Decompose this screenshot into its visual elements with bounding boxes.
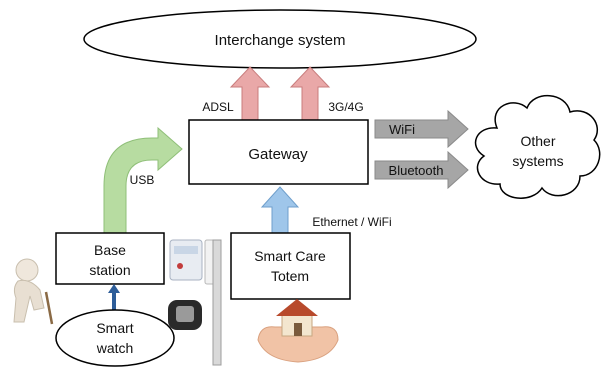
other-systems-line1: Other [520,133,555,149]
other-systems-node: Other systems [474,94,601,199]
wifi-arrow [374,109,469,149]
ethernet-arrow [260,186,300,234]
smart-watch-icon [168,300,202,330]
usb-arrow [103,126,183,234]
totem-line2: Totem [271,268,309,284]
mobile-label: 3G/4G [328,100,363,114]
house-in-hands-icon [257,299,339,363]
gateway-label: Gateway [248,146,308,163]
interchange-system-label: Interchange system [215,32,346,49]
interchange-system-node: Interchange system [83,9,477,69]
smart-watch-line1: Smart [96,320,133,336]
mobile-arrow [289,66,331,121]
totem-pole-icon [212,239,222,366]
base-station-line1: Base [94,242,126,258]
bluetooth-arrow [374,150,469,190]
smart-care-totem-node: Smart Care Totem [230,232,351,300]
base-station-line2: station [89,262,130,278]
watch-to-base-arrow [108,284,120,311]
base-station-device-icon [169,239,218,285]
other-systems-line2: systems [512,153,563,169]
wifi-label: WiFi [389,122,415,137]
ethernet-label: Ethernet / WiFi [312,215,391,229]
bluetooth-label: Bluetooth [389,163,444,178]
gateway-node: Gateway [188,119,369,185]
adsl-label: ADSL [202,100,234,114]
elderly-person-icon [13,258,54,325]
usb-label: USB [130,173,155,187]
smart-watch-line2: watch [96,340,134,356]
smart-watch-node: Smart watch [55,309,175,367]
adsl-arrow [229,66,271,121]
base-station-node: Base station [55,232,165,285]
totem-line1: Smart Care [254,248,326,264]
